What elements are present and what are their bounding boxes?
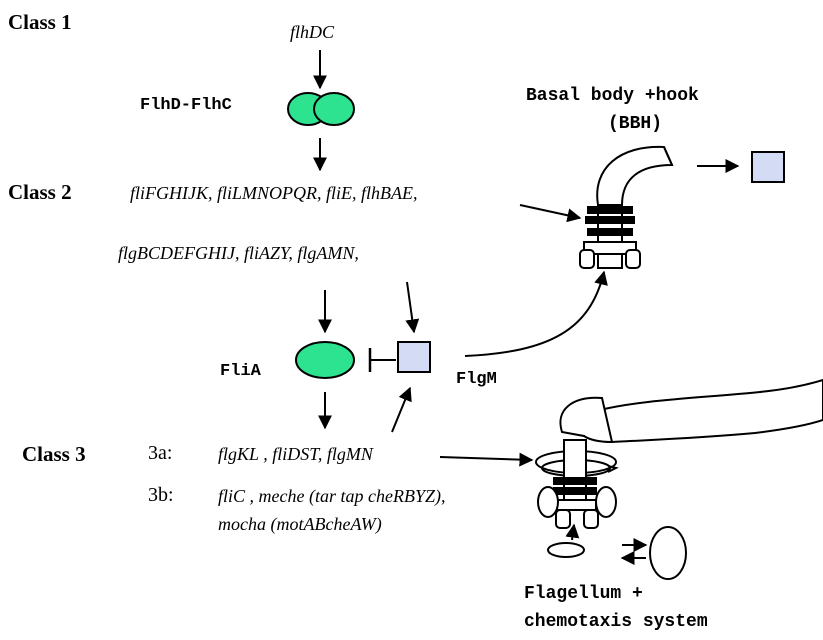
- flhD-flhC-dimer-icon: [288, 93, 354, 125]
- arrow-class3-to-flagellum: [440, 457, 532, 460]
- arrow-chemo-up: [572, 525, 574, 540]
- arrow-class2-to-bbh: [520, 205, 580, 218]
- flagellum-structure-icon: [536, 380, 823, 579]
- bbh-structure-icon: [580, 147, 672, 268]
- flgM-box-icon: [398, 342, 430, 372]
- arrow-class2-to-flgM: [407, 282, 414, 332]
- fliA-oval-icon: [296, 342, 354, 378]
- arrow-class3-to-flgM: [392, 388, 410, 432]
- arrow-flgM-to-bbh: [465, 272, 604, 356]
- exported-protein-box-icon: [752, 152, 784, 182]
